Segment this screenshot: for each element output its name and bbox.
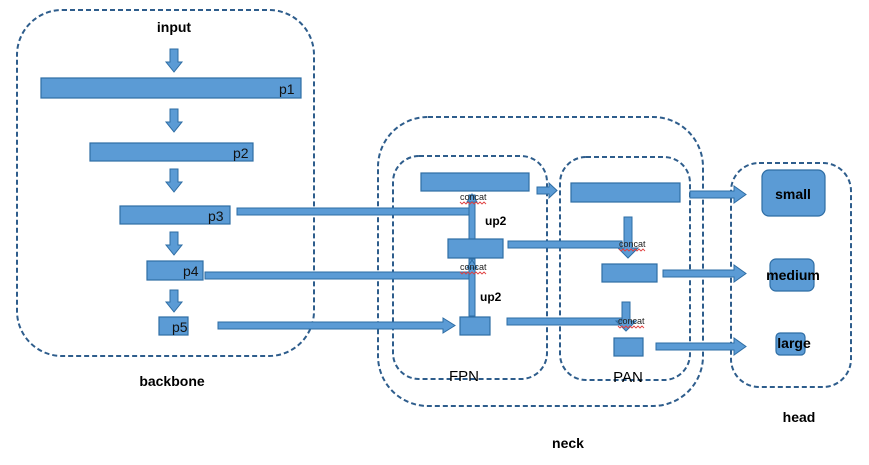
arrow-p1-p2 [164, 108, 184, 133]
p5-label: p5 [172, 319, 188, 335]
arrow-p4-p5 [164, 289, 184, 313]
backbone-label: backbone [139, 373, 205, 389]
concat-underline-1 [459, 201, 487, 205]
head-group [730, 162, 852, 388]
p4-label: p4 [183, 263, 199, 279]
arrow-p3-p4 [164, 231, 184, 256]
pan-down-arrow-upper [616, 216, 640, 259]
backbone-group [16, 9, 315, 357]
neck-group [377, 116, 704, 407]
pan-to-small-arrow [689, 185, 747, 204]
p1-block [40, 77, 302, 99]
fpn-to-pan-arrow [536, 181, 558, 200]
p5-block [158, 316, 189, 336]
p2-block [89, 142, 254, 162]
small-label: small [775, 186, 811, 202]
medium-output-box [769, 258, 815, 292]
p3-label: p3 [208, 208, 224, 224]
concat-label-pan-lower: concat [618, 316, 645, 326]
p3-block [119, 205, 231, 225]
head-label: head [783, 409, 816, 425]
concat-label-pan-upper: concat [619, 239, 646, 249]
p1-label: p1 [279, 81, 295, 97]
pan-to-large-arrow [655, 337, 747, 356]
concat-underline-3 [459, 271, 487, 275]
concat-label-fpn-upper: concat [460, 192, 487, 202]
p4-lateral-line [204, 271, 470, 280]
p3-lateral-line [236, 207, 470, 216]
pan-group [559, 156, 691, 381]
pan-label: PAN [613, 369, 643, 386]
fpn-group [392, 155, 548, 380]
medium-label: medium [766, 267, 820, 283]
large-label: large [777, 335, 811, 351]
fpn-top-block [420, 172, 530, 192]
pan-to-medium-arrow [662, 264, 747, 283]
concat-label-fpn-lower: concat [460, 262, 487, 272]
concat-underline-4 [617, 325, 645, 329]
fpn-label: FPN [449, 368, 479, 385]
p2-label: p2 [233, 145, 249, 161]
fpn-up-line-lower [468, 258, 476, 317]
fpn-bottom-block [459, 316, 491, 336]
input-label: input [157, 19, 192, 35]
large-output-box [775, 332, 806, 356]
pan-mid-block [601, 263, 658, 283]
p4-block [146, 260, 204, 281]
pan-bottom-block [613, 337, 644, 357]
p5-lateral-arrow [217, 317, 456, 334]
small-output-box [761, 169, 826, 217]
fpn-mid-block [447, 238, 504, 259]
concat-underline-2 [618, 248, 646, 252]
fpn-up-arrowhead-lower [466, 259, 478, 269]
fpn-bottom-to-pan-line [506, 317, 625, 326]
pan-top-block [570, 182, 681, 203]
fpn-mid-to-pan-line [507, 240, 623, 249]
arrow-input-p1 [164, 48, 184, 73]
up2-label-upper: up2 [485, 214, 507, 228]
neck-label: neck [552, 435, 584, 451]
up2-label-lower: up2 [480, 290, 502, 304]
arrow-p2-p3 [164, 168, 184, 193]
pan-down-arrow-lower [614, 301, 638, 332]
